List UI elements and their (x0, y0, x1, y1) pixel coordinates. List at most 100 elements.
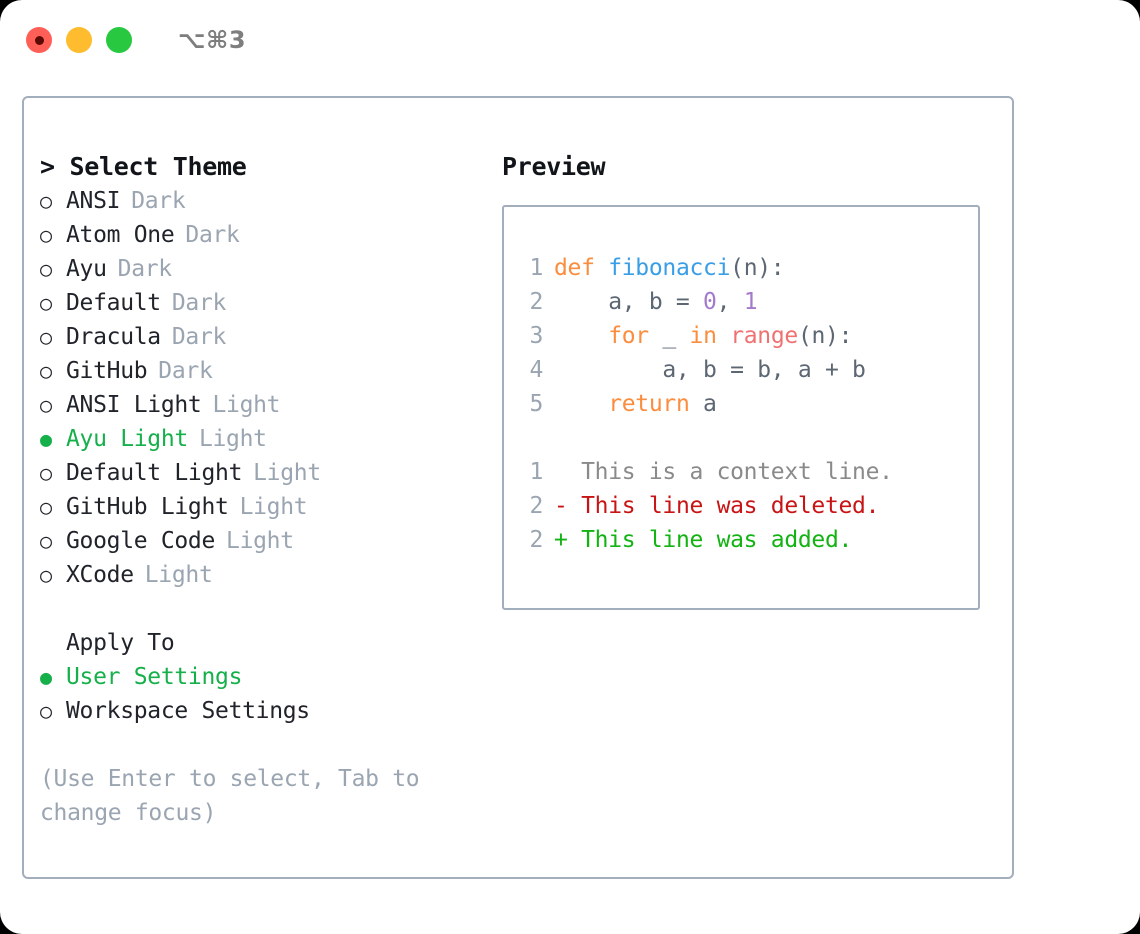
select-theme-heading: > Select Theme (40, 152, 247, 181)
radio-unselected-icon: ○ (40, 291, 52, 315)
diff-line: 2- This line was deleted. (504, 489, 978, 523)
keyboard-shortcut-label: ⌥⌘3 (178, 26, 247, 54)
code-token-num: 0 (703, 289, 717, 315)
theme-variant-tag: Dark (185, 222, 240, 248)
theme-option-ayu-light[interactable]: ● Ayu Light Light (40, 422, 502, 456)
radio-selected-icon: ● (40, 427, 52, 451)
apply-to-list: ● User Settings ○ Workspace Settings (40, 660, 502, 728)
radio-unselected-icon: ○ (40, 257, 52, 281)
theme-option-label: GitHub (66, 358, 148, 384)
theme-option-xcode[interactable]: ○ XCode Light (40, 558, 502, 592)
code-token-call: range (730, 323, 798, 349)
radio-unselected-icon: ○ (40, 563, 52, 587)
theme-option-label: ANSI (66, 188, 121, 214)
theme-variant-tag: Dark (171, 324, 227, 350)
apply-to-heading: Apply To (66, 630, 175, 656)
line-number: 2 (529, 289, 543, 315)
theme-option-default[interactable]: ○ Default Dark (40, 286, 502, 320)
apply-to-option-user-settings[interactable]: ● User Settings (40, 660, 502, 694)
apply-to-option-label: User Settings (66, 664, 243, 690)
code-line-content: for _ in range(n): (554, 319, 852, 353)
radio-unselected-icon: ○ (40, 393, 52, 417)
radio-unselected-icon: ○ (40, 699, 52, 723)
code-token-plain: a, b = b, a + b (554, 357, 866, 383)
theme-variant-tag: Light (198, 426, 267, 452)
radio-unselected-icon: ○ (40, 461, 52, 485)
radio-unselected-icon: ○ (40, 359, 52, 383)
theme-option-label: Default Light (66, 460, 243, 486)
list-spacer (40, 592, 502, 626)
line-number: 2 (529, 527, 543, 553)
diff-line: 1 This is a context line. (504, 455, 978, 489)
code-token-plain: (n): (730, 255, 785, 281)
code-line: 2 a, b = 0, 1 (504, 285, 978, 319)
diff-line-text: This line was added. (581, 527, 853, 553)
theme-option-google-code[interactable]: ○ Google Code Light (40, 524, 502, 558)
preview-title: Preview (502, 152, 606, 181)
theme-variant-tag: Light (226, 528, 294, 554)
theme-variant-tag: Light (212, 392, 281, 418)
code-token-fn: fibonacci (608, 255, 731, 281)
radio-unselected-icon: ○ (40, 223, 52, 247)
diff-marker: - (554, 493, 582, 519)
code-line-content: a, b = 0, 1 (554, 285, 757, 319)
radio-unselected-icon: ○ (40, 189, 52, 213)
theme-option-label: Google Code (66, 528, 216, 554)
code-token-kw: for (608, 323, 649, 349)
radio-unselected-icon: ○ (40, 325, 52, 349)
line-number: 5 (529, 391, 543, 417)
line-number: 3 (529, 323, 543, 349)
radio-selected-icon: ● (40, 665, 52, 689)
code-line: 3 for _ in range(n): (504, 319, 978, 353)
minimize-button[interactable] (66, 27, 92, 53)
line-number: 2 (529, 493, 543, 519)
line-number: 1 (529, 459, 543, 485)
theme-variant-tag: Dark (171, 290, 227, 316)
theme-option-label: Ayu Light (66, 426, 188, 452)
close-button[interactable] (26, 27, 52, 53)
theme-option-label: ANSI Light (66, 392, 202, 418)
code-diff-separator (504, 421, 978, 455)
code-line-content: a, b = b, a + b (554, 353, 866, 387)
diff-marker (554, 455, 581, 489)
diff-line-text: This line was deleted. (581, 493, 880, 519)
hint-spacer (40, 728, 502, 762)
radio-unselected-icon: ○ (40, 529, 52, 553)
maximize-button[interactable] (106, 27, 132, 53)
window-controls (26, 27, 132, 53)
diff-marker: + (554, 527, 582, 553)
theme-variant-tag: Light (239, 494, 308, 520)
apply-to-option-workspace-settings[interactable]: ○ Workspace Settings (40, 694, 502, 728)
theme-option-label: Default (66, 290, 161, 316)
code-line: 4 a, b = b, a + b (504, 353, 978, 387)
theme-option-label: XCode (66, 562, 134, 588)
code-line: 5 return a (504, 387, 978, 421)
theme-variant-tag: Light (144, 562, 213, 588)
title-bar: ⌥⌘3 (0, 0, 1140, 80)
theme-option-ansi-light[interactable]: ○ ANSI Light Light (40, 388, 502, 422)
code-token-num: 1 (743, 289, 758, 315)
code-token-kw: return (608, 391, 690, 417)
code-token-plain: _ (648, 323, 690, 349)
apply-to-option-label: Workspace Settings (66, 698, 310, 724)
theme-option-label: Atom One (66, 222, 175, 248)
theme-option-atom-one[interactable]: ○ Atom One Dark (40, 218, 502, 252)
code-token-plain: a, b = (554, 289, 704, 315)
theme-option-label: Ayu (66, 256, 107, 282)
code-line-content: return a (554, 387, 717, 421)
code-token-kw: in (689, 323, 717, 349)
